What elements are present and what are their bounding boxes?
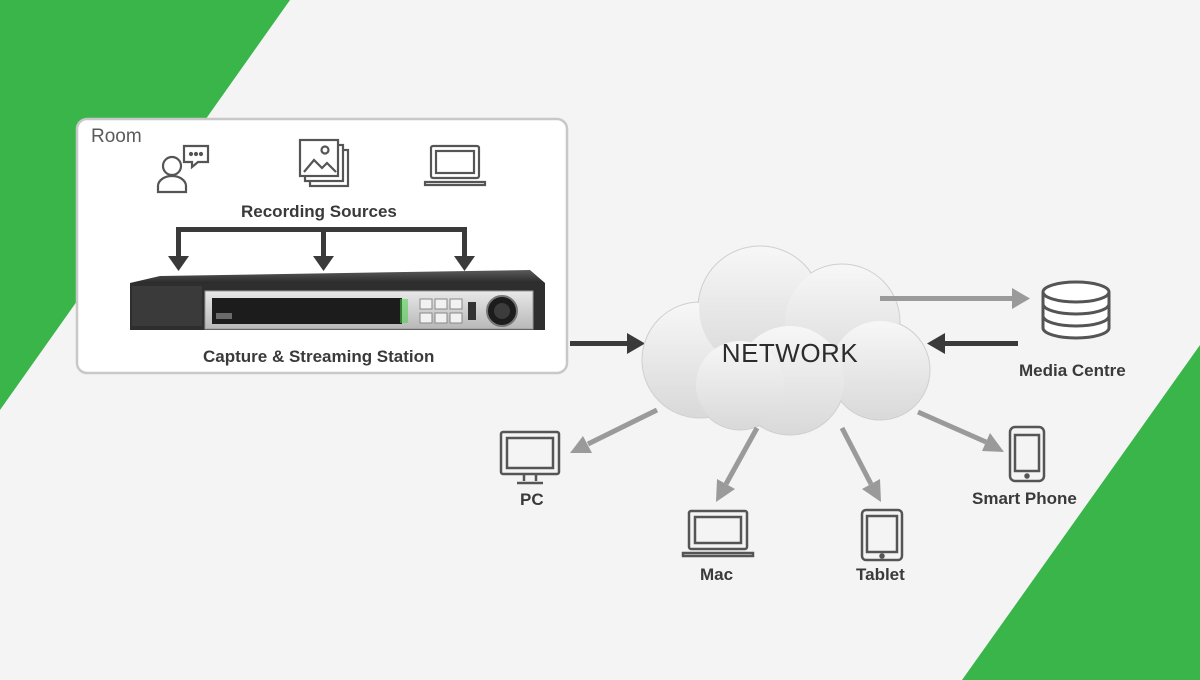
green-band-bottom-right: [962, 345, 1200, 680]
smart-phone-label: Smart Phone: [972, 489, 1077, 508]
source-arrows: [168, 227, 475, 271]
recording-sources-label: Recording Sources: [241, 202, 397, 221]
pc-label: PC: [520, 490, 544, 509]
arrow-room-to-network: [570, 333, 645, 354]
tablet-icon: [860, 508, 904, 562]
room-title: Room: [91, 126, 142, 147]
arrow-media-to-network: [927, 333, 1018, 354]
mac-label: Mac: [700, 565, 734, 584]
arrow-network-to-media: [880, 288, 1030, 309]
database-icon: [1041, 280, 1111, 340]
capture-station-label: Capture & Streaming Station: [203, 347, 435, 366]
mac-laptop-icon: [681, 509, 755, 558]
presenter-icon: [156, 144, 210, 194]
pc-monitor-icon: [499, 430, 561, 485]
media-centre-label: Media Centre: [1019, 361, 1126, 380]
tablet-label: Tablet: [856, 565, 905, 584]
smartphone-icon: [1008, 425, 1046, 483]
capture-device: [130, 270, 545, 330]
images-icon: [298, 138, 350, 188]
network-label: NETWORK: [721, 338, 859, 368]
outgoing-arrows: [570, 407, 1004, 502]
laptop-icon: [423, 144, 487, 187]
